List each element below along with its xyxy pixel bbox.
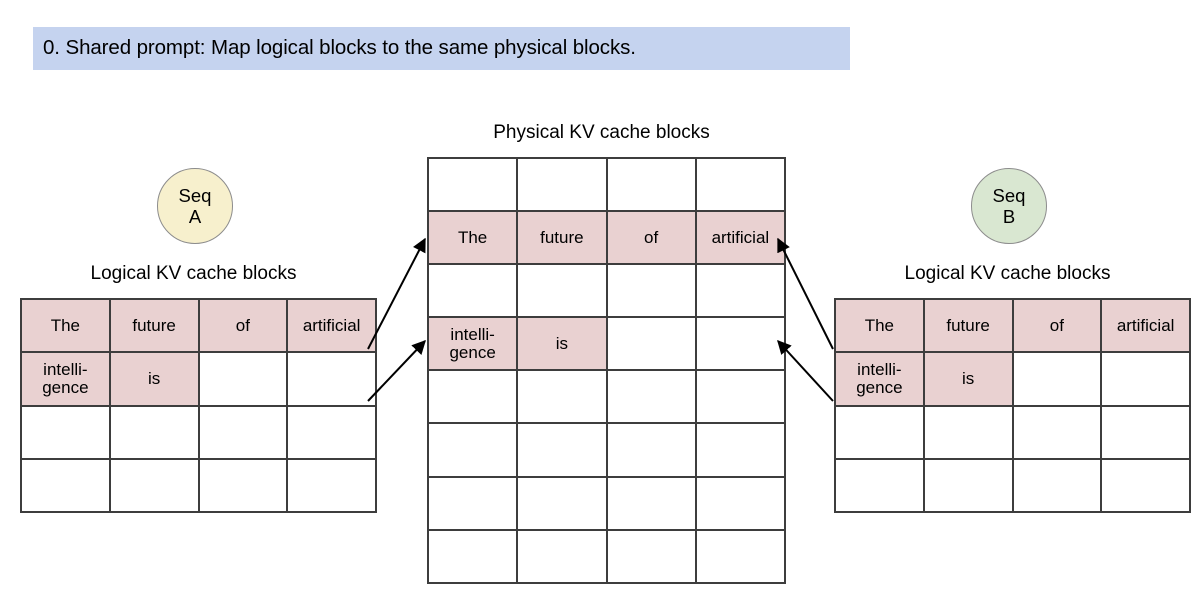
- logical-kv-cache-table-seq-b: The future of artificial intelli-gence i…: [834, 297, 1191, 514]
- table-row: [20, 457, 377, 514]
- physical-cell-3-3: [694, 316, 787, 372]
- physical-cell-1-3: artificial: [694, 210, 787, 266]
- logical-b-cell-3-3: [1100, 457, 1191, 514]
- logical-a-cell-3-0: [20, 457, 111, 514]
- logical-a-cell-0-0: The: [20, 297, 111, 354]
- seq-a-badge-line1: Seq: [178, 184, 212, 206]
- physical-cell-1-2: of: [605, 210, 697, 266]
- physical-cell-5-2: [605, 422, 697, 478]
- logical-a-cell-2-0: [20, 404, 111, 460]
- seq-b-badge-line1: Seq: [992, 184, 1026, 206]
- physical-cell-6-3: [694, 475, 787, 531]
- seq-b-badge: Seq B: [971, 168, 1047, 244]
- physical-cell-6-2: [605, 475, 697, 531]
- logical-b-cell-1-3: [1100, 351, 1191, 407]
- logical-a-cell-1-3: [286, 351, 377, 407]
- physical-cell-5-0: [426, 422, 519, 478]
- logical-b-cell-1-0: intelli-gence: [834, 351, 925, 407]
- logical-a-cell-3-3: [286, 457, 377, 514]
- physical-cell-6-0: [426, 475, 519, 531]
- physical-cell-3-2: [605, 316, 697, 372]
- physical-cell-0-0: [426, 156, 519, 213]
- table-row: [834, 457, 1191, 514]
- logical-b-cell-2-0: [834, 404, 925, 460]
- physical-cell-2-1: [516, 263, 608, 319]
- seq-a-badge: Seq A: [157, 168, 233, 244]
- physical-cell-0-3: [694, 156, 787, 213]
- logical-b-cell-2-3: [1100, 404, 1191, 460]
- logical-a-cell-1-2: [197, 351, 289, 407]
- physical-cell-4-0: [426, 369, 519, 425]
- physical-caption: Physical KV cache blocks: [493, 122, 710, 143]
- logical-a-body: The future of artificial intelli-gence i…: [20, 297, 377, 514]
- logical-a-caption: Logical KV cache blocks: [90, 263, 297, 284]
- physical-cell-2-3: [694, 263, 787, 319]
- arrow-seq-b-row1-to-physical-row2: [777, 237, 834, 350]
- physical-cell-4-3: [694, 369, 787, 425]
- physical-cell-6-1: [516, 475, 608, 531]
- table-row: The future of artificial: [426, 210, 787, 266]
- arrow-seq-b-row2-to-physical-row4: [777, 339, 834, 402]
- physical-cell-7-2: [605, 528, 697, 584]
- logical-b-cell-3-0: [834, 457, 925, 514]
- physical-cell-4-1: [516, 369, 608, 425]
- table-row: [834, 404, 1191, 460]
- logical-b-body: The future of artificial intelli-gence i…: [834, 297, 1191, 514]
- prompt-banner: 0. Shared prompt: Map logical blocks to …: [33, 27, 850, 70]
- logical-a-cell-1-1: is: [108, 351, 200, 407]
- table-row: [426, 369, 787, 425]
- physical-cell-7-3: [694, 528, 787, 584]
- logical-b-cell-3-1: [922, 457, 1014, 514]
- logical-a-cell-2-1: [108, 404, 200, 460]
- table-row: [20, 404, 377, 460]
- seq-a-badge-line2: A: [188, 206, 202, 227]
- table-row: intelli-gence is: [426, 316, 787, 372]
- logical-a-cell-0-2: of: [197, 297, 289, 354]
- table-row: [426, 263, 787, 319]
- logical-a-cell-3-2: [197, 457, 289, 514]
- physical-body: The future of artificial intelli-gence i…: [426, 156, 787, 584]
- table-row: The future of artificial: [20, 297, 377, 354]
- physical-kv-cache-table: The future of artificial intelli-gence i…: [426, 156, 787, 584]
- logical-b-cell-0-1: future: [922, 297, 1014, 354]
- physical-cell-7-0: [426, 528, 519, 584]
- logical-b-cell-1-2: [1011, 351, 1103, 407]
- physical-cell-2-0: [426, 263, 519, 319]
- physical-cell-0-1: [516, 156, 608, 213]
- table-row: intelli-gence is: [20, 351, 377, 407]
- physical-cell-7-1: [516, 528, 608, 584]
- table-row: intelli-gence is: [834, 351, 1191, 407]
- physical-cell-3-1: is: [516, 316, 608, 372]
- physical-cell-3-0: intelli-gence: [426, 316, 519, 372]
- table-row: [426, 528, 787, 584]
- logical-a-cell-1-0: intelli-gence: [20, 351, 111, 407]
- logical-b-cell-2-2: [1011, 404, 1103, 460]
- logical-b-caption: Logical KV cache blocks: [904, 263, 1111, 284]
- table-row: [426, 422, 787, 478]
- physical-cell-1-0: The: [426, 210, 519, 266]
- logical-a-cell-0-1: future: [108, 297, 200, 354]
- physical-cell-5-1: [516, 422, 608, 478]
- physical-cell-2-2: [605, 263, 697, 319]
- logical-b-cell-1-1: is: [922, 351, 1014, 407]
- logical-a-cell-2-2: [197, 404, 289, 460]
- physical-cell-4-2: [605, 369, 697, 425]
- logical-b-cell-3-2: [1011, 457, 1103, 514]
- table-row: [426, 475, 787, 531]
- logical-b-cell-0-0: The: [834, 297, 925, 354]
- logical-a-cell-3-1: [108, 457, 200, 514]
- physical-cell-1-1: future: [516, 210, 608, 266]
- physical-cell-0-2: [605, 156, 697, 213]
- logical-b-cell-0-3: artificial: [1100, 297, 1191, 354]
- table-row: The future of artificial: [834, 297, 1191, 354]
- seq-b-badge-line2: B: [1002, 206, 1016, 227]
- logical-b-cell-0-2: of: [1011, 297, 1103, 354]
- logical-a-cell-2-3: [286, 404, 377, 460]
- physical-cell-5-3: [694, 422, 787, 478]
- prompt-banner-text: 0. Shared prompt: Map logical blocks to …: [43, 36, 636, 60]
- table-row: [426, 156, 787, 213]
- logical-b-cell-2-1: [922, 404, 1014, 460]
- logical-a-cell-0-3: artificial: [286, 297, 377, 354]
- logical-kv-cache-table-seq-a: The future of artificial intelli-gence i…: [20, 297, 377, 514]
